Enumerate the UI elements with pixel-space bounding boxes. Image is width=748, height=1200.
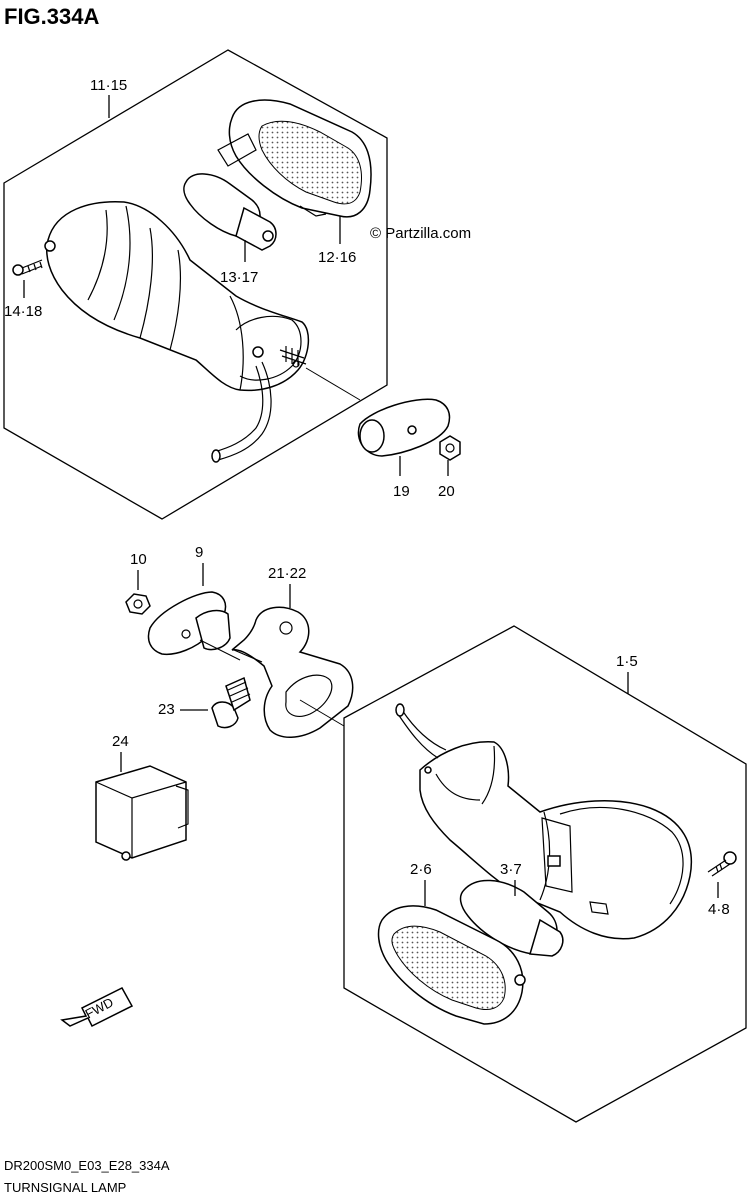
bracket-part-21-22 xyxy=(231,606,354,738)
lower-screw-part xyxy=(707,851,737,877)
lower-bulb-part xyxy=(459,879,564,957)
relay-part-24 xyxy=(95,765,189,861)
callout-12-16: 12·16 xyxy=(318,249,356,266)
nut-part-10 xyxy=(125,593,151,615)
callout-2-6: 2·6 xyxy=(410,861,432,878)
callout-23: 23 xyxy=(158,701,175,718)
callout-14-18: 14·18 xyxy=(4,303,42,320)
figure-caption: TURNSIGNAL LAMP xyxy=(4,1180,126,1195)
callout-20: 20 xyxy=(438,483,455,500)
bolt-part-23 xyxy=(211,676,251,729)
upper-bulb-part xyxy=(183,173,277,251)
callout-21-22: 21·22 xyxy=(268,565,306,582)
callout-3-7: 3·7 xyxy=(500,861,522,878)
callout-11-15: 11·15 xyxy=(90,77,127,94)
watermark-text: © Partzilla.com xyxy=(370,225,471,242)
lower-assembly-box xyxy=(343,625,747,1123)
bracket-part-9 xyxy=(147,591,231,656)
callout-19: 19 xyxy=(393,483,410,500)
upper-housing-part xyxy=(44,201,310,463)
callout-1-5: 1·5 xyxy=(616,653,638,670)
callout-10: 10 xyxy=(130,551,147,568)
callout-13-17: 13·17 xyxy=(220,269,258,286)
spacer-part xyxy=(357,398,451,457)
callout-9: 9 xyxy=(195,544,203,561)
fwd-arrow-icon: FWD xyxy=(60,987,134,1028)
upper-assembly-box xyxy=(3,49,388,520)
lower-housing-part xyxy=(395,703,692,940)
callout-24: 24 xyxy=(112,733,129,750)
nut-part-20 xyxy=(439,435,461,461)
upper-lens-part xyxy=(217,99,372,218)
callout-4-8: 4·8 xyxy=(708,901,730,918)
lower-lens-part xyxy=(377,905,526,1025)
upper-screw-part xyxy=(12,259,43,276)
figure-code: DR200SM0_E03_E28_334A xyxy=(4,1158,170,1173)
figure-title: FIG.334A xyxy=(4,4,99,29)
